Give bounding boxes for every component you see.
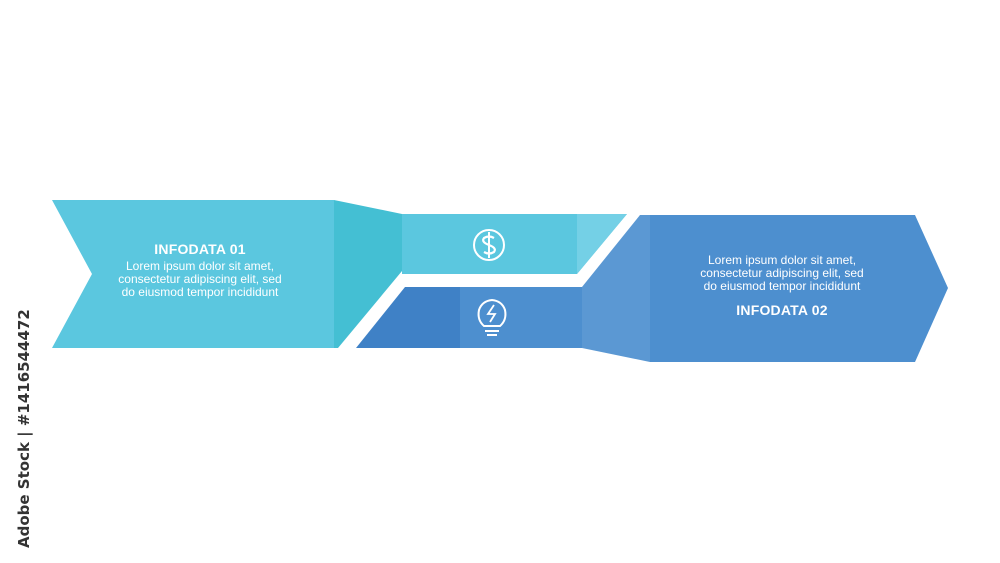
- infodata-2-line-1: Lorem ipsum dolor sit amet,: [707, 253, 857, 267]
- infodata-1-text: INFODATA 01 Lorem ipsum dolor sit amet, …: [100, 241, 300, 299]
- infodata-2-line-3: do eiusmod tempor incididunt: [703, 279, 861, 293]
- infodata-1-line-1: Lorem ipsum dolor sit amet,: [125, 259, 275, 273]
- connector-bottom-band-light: [460, 287, 582, 348]
- stock-credit: Adobe Stock | #1416544472: [15, 309, 33, 548]
- infodata-1-line-2: consectetur adipiscing elit, sed: [118, 272, 282, 286]
- infodata-2-line-2: consectetur adipiscing elit, sed: [700, 266, 864, 280]
- infodata-1-panel: [52, 200, 334, 348]
- infodata-1-title: INFODATA 01: [154, 241, 246, 257]
- lightbulb-bolt-icon: [477, 298, 507, 336]
- connector-top-band-highlight: [577, 214, 627, 274]
- infodata-2-fold: [582, 215, 650, 362]
- infodata-2-title: INFODATA 02: [736, 302, 828, 318]
- infodata-2-panel: [650, 215, 948, 362]
- infodata-1-line-3: do eiusmod tempor incididunt: [121, 285, 279, 299]
- connector-top-band: [402, 214, 627, 274]
- infodata-1-fold: [334, 200, 402, 348]
- dollar-circle-icon: [473, 229, 505, 261]
- infodata-2-text: Lorem ipsum dolor sit amet, consectetur …: [680, 253, 884, 319]
